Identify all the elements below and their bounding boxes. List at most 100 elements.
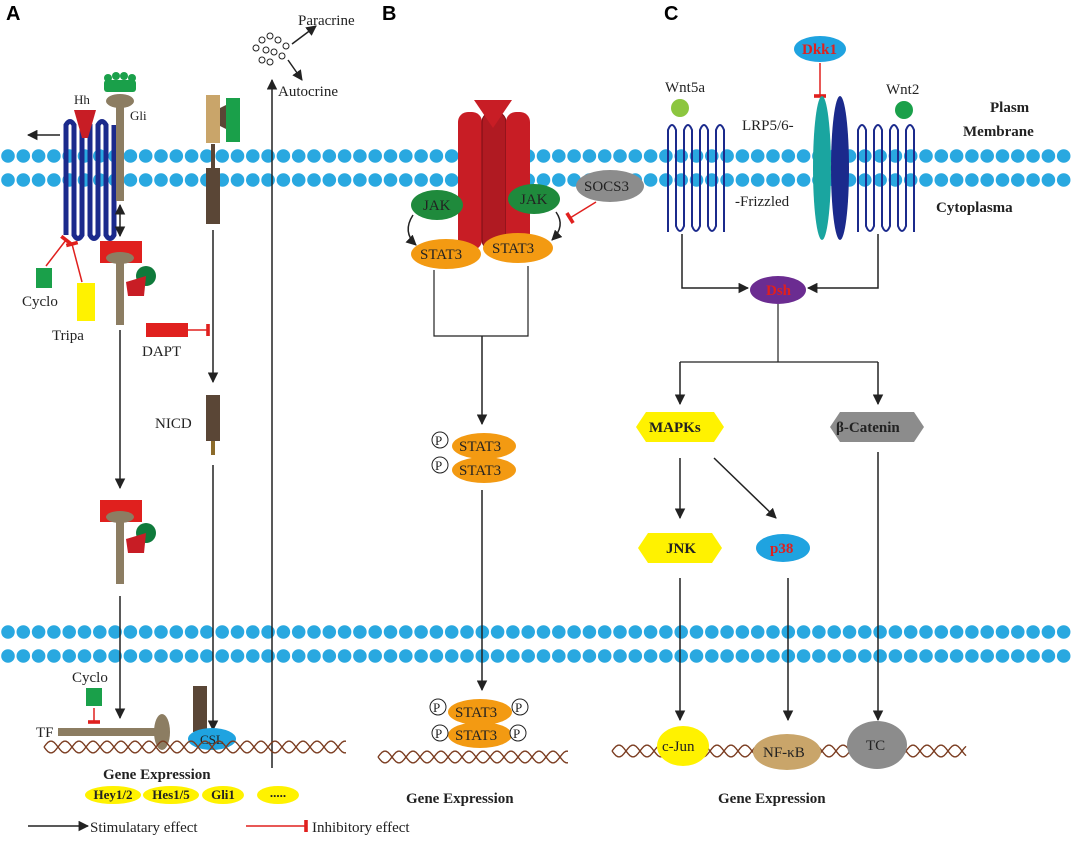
membrane-bead — [1056, 625, 1071, 639]
membrane-bead — [613, 625, 627, 639]
membrane-bead — [154, 625, 168, 639]
dsh — [750, 276, 806, 304]
dkk1 — [794, 36, 846, 62]
membrane-bead — [965, 173, 979, 187]
membrane-bead — [949, 649, 964, 663]
membrane-bead — [720, 149, 734, 163]
wnt2-ligand — [895, 101, 913, 119]
p38 — [756, 534, 810, 562]
dsh-label: Dsh — [766, 283, 792, 299]
membrane-bead — [154, 649, 168, 663]
cyclo-label-top: Cyclo — [22, 294, 58, 310]
membrane-bead — [1026, 649, 1040, 663]
stat3-left — [411, 239, 481, 269]
membrane-bead — [613, 649, 627, 663]
hh-ligand — [74, 110, 96, 138]
nfkb-label: NF-κB — [763, 745, 805, 761]
membrane-bead — [444, 649, 459, 663]
membrane-bead — [383, 149, 398, 163]
membrane-bead — [169, 149, 184, 163]
membrane-bead — [154, 149, 168, 163]
membrane-bead — [184, 149, 199, 163]
membrane-bead — [827, 625, 841, 639]
membrane-bead — [858, 625, 872, 639]
membrane-bead — [552, 149, 566, 163]
membrane-bead — [368, 149, 383, 163]
membrane-bead — [796, 625, 811, 639]
membrane-bead — [307, 625, 321, 639]
wnt5a-label: Wnt5a — [665, 80, 705, 96]
membrane-bead — [93, 649, 107, 663]
nicd-block — [206, 395, 220, 441]
membrane-bead — [291, 149, 306, 163]
membrane-bead — [291, 625, 306, 639]
membrane-bead — [995, 625, 1010, 639]
p-mark-1: P — [435, 433, 442, 448]
p38-label: p38 — [770, 541, 793, 557]
membrane-bead — [307, 149, 321, 163]
stat3-right-label: STAT3 — [492, 241, 534, 257]
membrane-bead — [200, 149, 214, 163]
dapt-block — [146, 323, 188, 337]
membrane-bead — [337, 625, 352, 639]
dsh-branch-lines — [680, 304, 878, 363]
membrane-bead — [536, 625, 551, 639]
membrane-bead — [552, 649, 566, 663]
membrane-bead — [138, 625, 153, 639]
membrane-bead — [291, 649, 306, 663]
membrane-bead — [322, 625, 337, 639]
tc-label: TC — [866, 738, 885, 754]
membrane-bead — [980, 149, 994, 163]
membrane-bead — [536, 649, 551, 663]
membrane-bead — [184, 173, 199, 187]
lrp-label: LRP5/6- — [742, 118, 794, 134]
membrane-bead — [934, 649, 949, 663]
membrane-bead — [949, 149, 964, 163]
membrane-bead — [246, 625, 260, 639]
membrane-bead — [506, 625, 520, 639]
membrane-bead — [842, 625, 857, 639]
membrane-bead — [291, 173, 306, 187]
jak-left-label: JAK — [423, 198, 451, 214]
membrane-bead — [659, 625, 673, 639]
membrane-bead — [399, 173, 413, 187]
membrane-bead — [93, 625, 107, 639]
membrane-bead — [995, 149, 1010, 163]
tripa-inhibition — [65, 240, 83, 283]
vesicle — [266, 32, 274, 40]
membrane-bead — [1011, 149, 1025, 163]
membrane-bead — [781, 173, 796, 187]
membrane-bead — [1041, 649, 1056, 663]
p-mark-5: P — [435, 726, 442, 741]
jak-phos-arrow-right — [551, 211, 563, 241]
membrane-bead — [858, 173, 872, 187]
csl-label: CSL — [200, 732, 224, 747]
membrane-bead — [597, 625, 612, 639]
membrane-bead — [582, 649, 597, 663]
membrane-bead — [735, 649, 750, 663]
membrane-bead — [322, 149, 337, 163]
membrane-bead — [261, 649, 275, 663]
gli-label: Gli — [130, 108, 147, 123]
beta-catenin-label: β-Catenin — [836, 420, 900, 436]
membrane-bead — [31, 149, 46, 163]
membrane-bead — [735, 625, 750, 639]
socs3-inhibition — [565, 201, 597, 225]
frizzled-right-to-dsh — [806, 234, 879, 294]
membrane-bead — [77, 649, 92, 663]
cytoplasma-label: Cytoplasma — [936, 200, 1013, 216]
membrane-bead — [521, 625, 535, 639]
membrane-bead — [16, 149, 31, 163]
membrane-bead — [781, 149, 796, 163]
membrane-bead — [429, 649, 444, 663]
membrane-bead — [949, 625, 964, 639]
mapks-to-p38-arrow — [713, 457, 777, 519]
vesicle — [258, 56, 266, 64]
dna-stat3-top-label: STAT3 — [455, 705, 497, 721]
membrane-bead — [674, 625, 688, 639]
cell-membranes — [1, 149, 1071, 663]
nicd-label: NICD — [155, 416, 192, 432]
membrane-bead — [949, 173, 964, 187]
membrane-bead — [399, 649, 413, 663]
gene-expression-label-c: Gene Expression — [718, 791, 826, 807]
